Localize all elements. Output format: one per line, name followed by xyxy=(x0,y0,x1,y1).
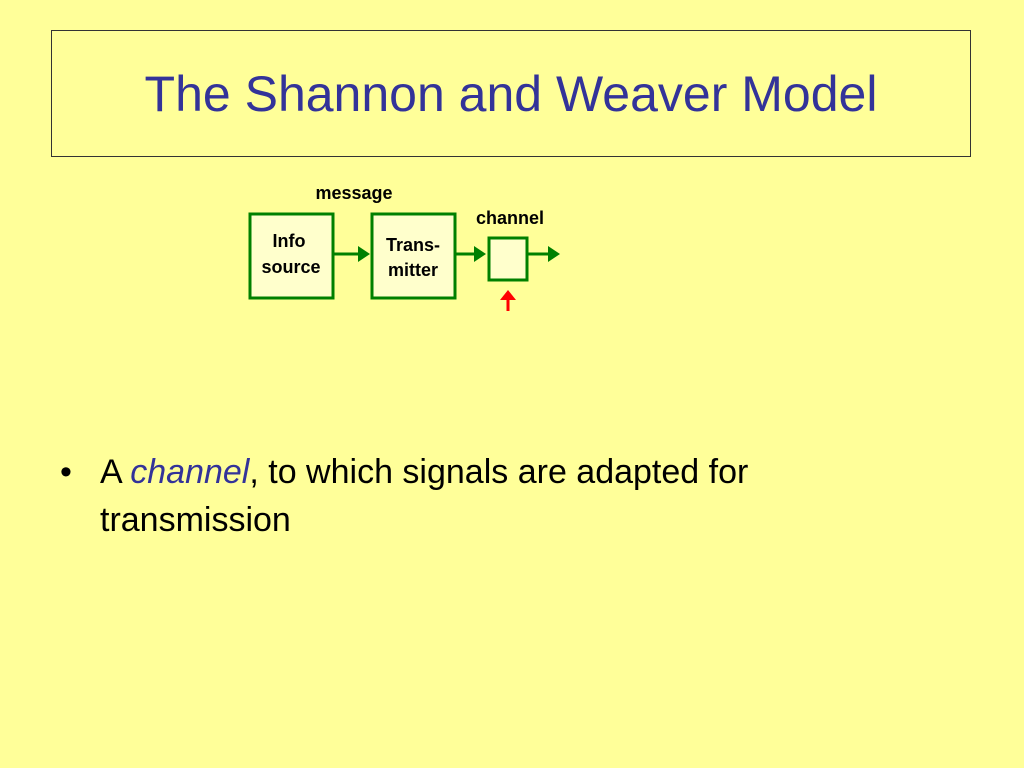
bullet-dot: • xyxy=(60,453,72,491)
info-source-label-line2: source xyxy=(261,257,320,277)
bullet-list: • A channel, to which signals are adapte… xyxy=(60,448,940,544)
info-source-box xyxy=(248,212,335,300)
bullet-text: A channel, to which signals are adapted … xyxy=(100,448,940,544)
transmitter-label-line1: Trans- xyxy=(386,235,440,255)
bullet-suffix: , to which signals are adapted for trans… xyxy=(100,453,749,539)
bullet-item: • A channel, to which signals are adapte… xyxy=(60,448,940,544)
title-box: The Shannon and Weaver Model xyxy=(51,30,971,157)
noise-arrow-head xyxy=(500,290,516,300)
transmitter-label-line2: mitter xyxy=(388,260,438,280)
arrow-head xyxy=(358,246,370,262)
bullet-emphasis: channel xyxy=(130,453,250,491)
arrow-head xyxy=(548,246,560,262)
message-label: message xyxy=(315,183,392,203)
channel-box xyxy=(487,236,529,282)
arrow-head xyxy=(474,246,486,262)
transmitter-box xyxy=(370,212,457,300)
channel-label: channel xyxy=(476,208,544,228)
slide-title: The Shannon and Weaver Model xyxy=(144,65,878,122)
bullet-prefix: A xyxy=(100,453,131,491)
info-source-label-line1: Info xyxy=(273,231,306,251)
